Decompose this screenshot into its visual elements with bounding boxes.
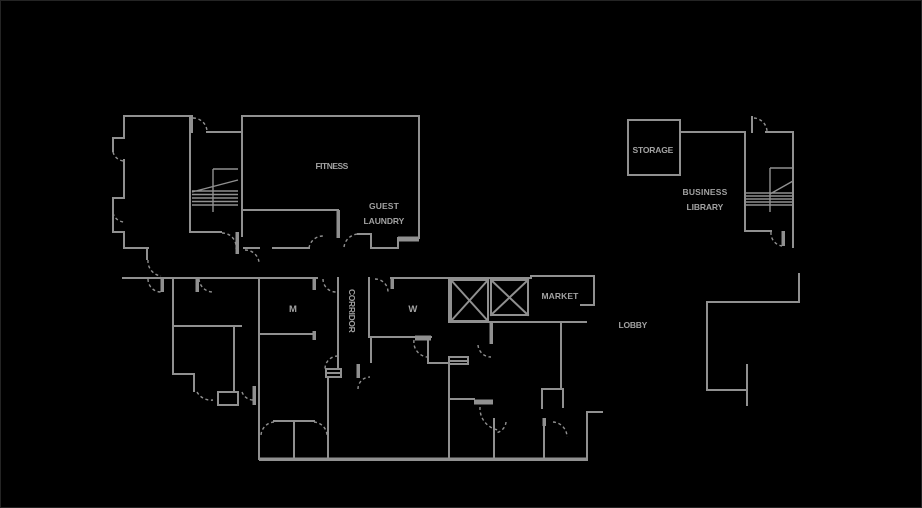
label-corridor: CORRIDOR — [347, 289, 357, 333]
label-business-library-line2: LIBRARY — [687, 202, 724, 212]
stair-right-icon — [746, 167, 794, 212]
label-fitness: FITNESS — [316, 161, 349, 171]
label-market: MARKET — [542, 291, 580, 301]
label-lobby: LOBBY — [619, 320, 648, 330]
label-storage: STORAGE — [633, 145, 674, 155]
label-guest-laundry-line2: LAUNDRY — [364, 216, 405, 226]
elevator-x-shaft-icon — [449, 278, 530, 323]
door-jambs — [160, 210, 785, 426]
stair-left-icon — [191, 168, 239, 212]
door-swing-arcs — [112, 117, 783, 438]
label-guest-laundry-line1: GUEST — [369, 201, 400, 211]
label-mens-restroom: M — [289, 304, 297, 315]
label-womens-restroom: W — [408, 304, 417, 315]
label-business-library-line1: BUSINESS — [683, 187, 728, 197]
wall-lines — [112, 115, 800, 460]
heavy-wall-stubs — [398, 236, 493, 405]
